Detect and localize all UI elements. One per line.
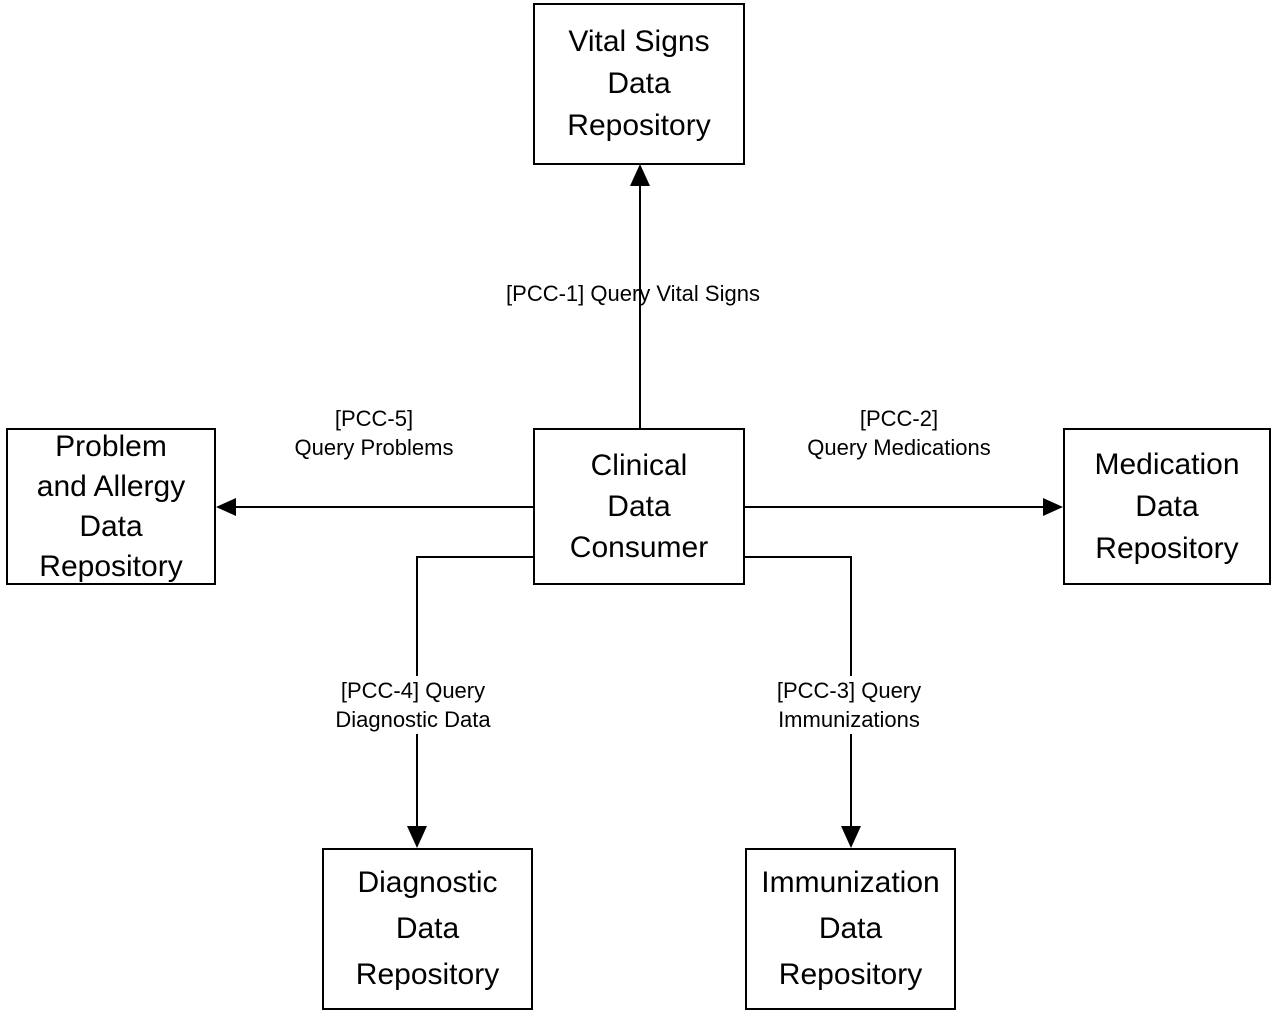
arrowhead-left-pcc5-icon [216, 498, 236, 516]
edge-label-pcc3: [PCC-3] Query Immunizations [773, 676, 925, 734]
edge-pcc1-line [639, 185, 641, 428]
node-clinical-data-consumer: Clinical Data Consumer [533, 428, 745, 585]
edge-label-pcc1: [PCC-1] Query Vital Signs [506, 281, 760, 306]
node-vital-signs-data-repository: Vital Signs Data Repository [533, 3, 745, 165]
arrowhead-right-pcc2-icon [1043, 498, 1063, 516]
edge-label-pcc2: [PCC-2] Query Medications [807, 406, 991, 460]
node-problem-and-allergy-data-repository: Problem and Allergy Data Repository [6, 428, 216, 585]
node-diagnostic-data-repository: Diagnostic Data Repository [322, 848, 533, 1010]
arrowhead-down-pcc3-icon [841, 826, 861, 848]
arrowhead-down-pcc4-icon [407, 826, 427, 848]
edge-pcc3-line-horizontal [745, 556, 852, 558]
edge-pcc4-line-horizontal [416, 556, 533, 558]
edge-label-pcc5: [PCC-5] Query Problems [294, 406, 454, 460]
node-immunization-data-repository: Immunization Data Repository [745, 848, 956, 1010]
edge-pcc5-line [234, 506, 533, 508]
edge-label-pcc4: [PCC-4] Query Diagnostic Data [332, 676, 494, 734]
edge-pcc2-line [745, 506, 1045, 508]
node-medication-data-repository: Medication Data Repository [1063, 428, 1271, 585]
arrowhead-up-pcc1-icon [630, 164, 650, 186]
